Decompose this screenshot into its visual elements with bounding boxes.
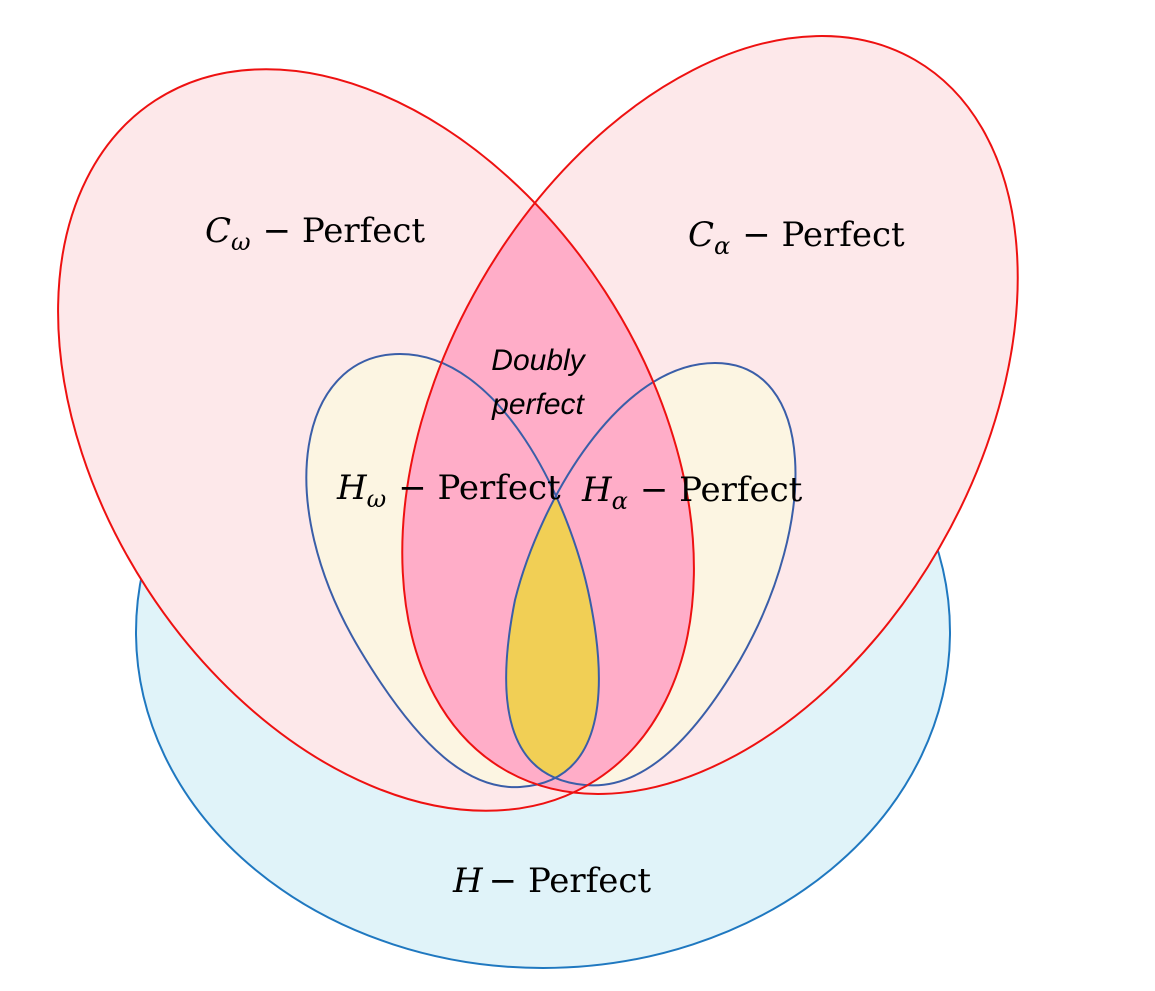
c-alpha-perfect-label: Cα− Perfect (688, 215, 905, 260)
c-omega-perfect-label: Cω− Perfect (205, 211, 425, 256)
h-alpha-perfect-label: Hα− Perfect (581, 470, 803, 515)
h-omega-perfect-label: Hω− Perfect (336, 468, 561, 513)
h-perfect-label: H− Perfect (452, 861, 651, 901)
h-omega-outline (305, 352, 600, 789)
doubly-perfect-label: Doubly (491, 344, 586, 377)
c-omega-outline (57, 68, 695, 812)
c-alpha-outline (401, 35, 1019, 795)
h-alpha-outline (505, 361, 797, 787)
doubly-perfect-label-line2: perfect (491, 388, 585, 421)
